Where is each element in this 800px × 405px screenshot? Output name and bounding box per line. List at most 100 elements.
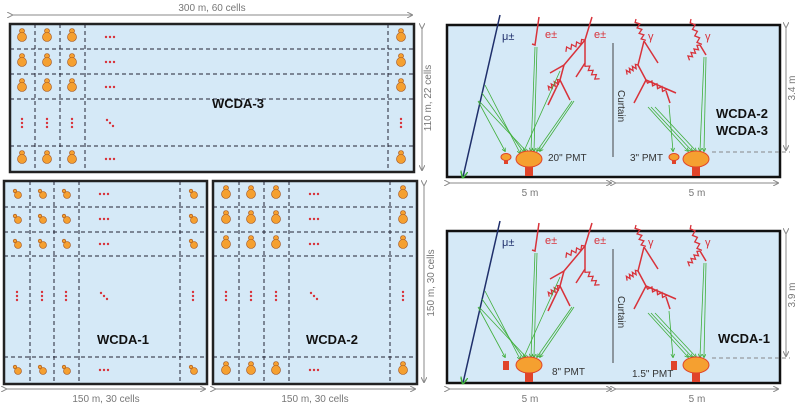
- large-pmt-marker: [39, 191, 47, 199]
- large-pmt-marker: [17, 154, 27, 164]
- electron-label: e±: [545, 235, 557, 247]
- ellipsis-dot: [111, 124, 115, 128]
- large-pmt-marker: [39, 216, 47, 224]
- array-boundary: [211, 179, 419, 386]
- large-pmt-marker: [39, 367, 47, 375]
- gamma-wiggle: [584, 268, 600, 286]
- cherenkov-photon: [484, 290, 520, 359]
- wcda1-width-dim: 150 m, 30 cells: [72, 394, 139, 405]
- ellipsis-dot: [274, 290, 278, 294]
- large-pmt-label: 20" PMT: [548, 153, 587, 164]
- gamma-wiggle: [565, 244, 586, 258]
- ellipsis-dot: [191, 290, 195, 294]
- ellipsis-dot: [99, 291, 103, 295]
- ellipsis-dot: [249, 290, 253, 294]
- shower-track: [549, 16, 593, 74]
- large-pmt-marker: [67, 57, 77, 67]
- large-pmt-marker: [14, 241, 22, 249]
- cherenkov-photon: [478, 100, 528, 153]
- ellipsis-dot: [316, 242, 320, 246]
- ellipsis-dot: [102, 368, 106, 372]
- ellipsis-dot: [64, 290, 68, 294]
- shower-track: [643, 40, 659, 64]
- large-pmt-marker: [42, 82, 52, 92]
- gamma-wiggle: [634, 18, 647, 41]
- gamma-wiggle: [686, 44, 701, 61]
- large-pmt-marker: [14, 216, 22, 224]
- muon-label: μ±: [502, 31, 514, 43]
- ellipsis-dot: [64, 294, 68, 298]
- cherenkov-photon: [534, 252, 538, 357]
- ellipsis-dot: [309, 291, 313, 295]
- ellipsis-dot: [70, 121, 74, 125]
- large-pmt-marker: [246, 239, 256, 249]
- ellipsis-dot: [105, 118, 109, 122]
- electron-label: e±: [594, 29, 606, 41]
- large-pmt-marker: [271, 189, 281, 199]
- wcda1-label: WCDA-1: [97, 332, 149, 347]
- ellipsis-dot: [112, 35, 116, 39]
- ellipsis-dot: [102, 242, 106, 246]
- small-pmt: [668, 153, 680, 161]
- large-pmt-marker: [42, 57, 52, 67]
- cherenkov-photon: [481, 298, 524, 359]
- small-pmt-marker: [12, 213, 18, 219]
- pmt-base: [525, 369, 533, 382]
- array-layouts: [4, 15, 424, 389]
- ellipsis-dot: [274, 294, 278, 298]
- ellipsis-dot: [40, 294, 44, 298]
- ellipsis-dot: [224, 290, 228, 294]
- ellipsis-dot: [45, 125, 49, 129]
- gamma-wiggle: [547, 78, 561, 91]
- large-pmt-marker: [67, 154, 77, 164]
- shower-track: [633, 285, 647, 310]
- gamma-wiggle: [584, 62, 600, 80]
- large-pmt-marker: [17, 82, 27, 92]
- ellipsis-dot: [108, 35, 112, 39]
- shower-track: [699, 250, 707, 262]
- large-pmt-marker: [246, 189, 256, 199]
- large-pmt: [682, 356, 710, 374]
- large-pmt-marker: [396, 57, 406, 67]
- ellipsis-dot: [249, 298, 253, 302]
- large-pmt-marker: [396, 82, 406, 92]
- ellipsis-dot: [64, 298, 68, 302]
- ellipsis-dot: [104, 35, 108, 39]
- tank-height-dim: 3.9 m: [787, 282, 798, 307]
- large-pmt-marker: [190, 191, 198, 199]
- small-pmt-marker: [37, 364, 43, 370]
- ellipsis-dot: [106, 217, 110, 221]
- muon-track: [463, 14, 501, 177]
- large-pmt-marker: [221, 239, 231, 249]
- ellipsis-dot: [105, 297, 109, 301]
- ellipsis-dot: [106, 242, 110, 246]
- curtain-label: Curtain: [615, 296, 626, 328]
- small-pmt-label: 3" PMT: [630, 153, 663, 164]
- ellipsis-dot: [308, 192, 312, 196]
- gamma-wiggle: [625, 63, 639, 75]
- cherenkov-photon: [484, 84, 520, 153]
- cherenkov-photon: [704, 262, 707, 357]
- ellipsis-dot: [104, 157, 108, 161]
- ellipsis-dot: [315, 297, 319, 301]
- cherenkov-photon: [477, 100, 505, 151]
- small-pmt-base: [672, 160, 676, 164]
- cherenkov-photon: [654, 312, 696, 357]
- tank-bottom: μ± e± e± γ γ Curtain 8" PMT 1.5" PMT WCD…: [502, 235, 798, 405]
- large-pmt-marker: [190, 241, 198, 249]
- muon-label: μ±: [502, 237, 514, 249]
- cherenkov-photon: [524, 276, 561, 357]
- gamma-wiggle: [634, 224, 647, 247]
- tank-top: μ± e± e± γ γ Curtain 20" PMT 3" PMT WCDA…: [502, 29, 798, 199]
- large-pmt-marker: [190, 367, 198, 375]
- large-pmt-marker: [271, 214, 281, 224]
- curtain-label: Curtain: [615, 90, 626, 122]
- array-grid: [211, 179, 419, 386]
- gamma-wiggle: [547, 284, 561, 297]
- ellipsis-dot: [45, 121, 49, 125]
- small-pmt-marker: [188, 364, 194, 370]
- ellipsis-dot: [401, 290, 405, 294]
- small-pmt-marker: [188, 238, 194, 244]
- large-pmt-marker: [63, 216, 71, 224]
- large-pmt-marker: [39, 241, 47, 249]
